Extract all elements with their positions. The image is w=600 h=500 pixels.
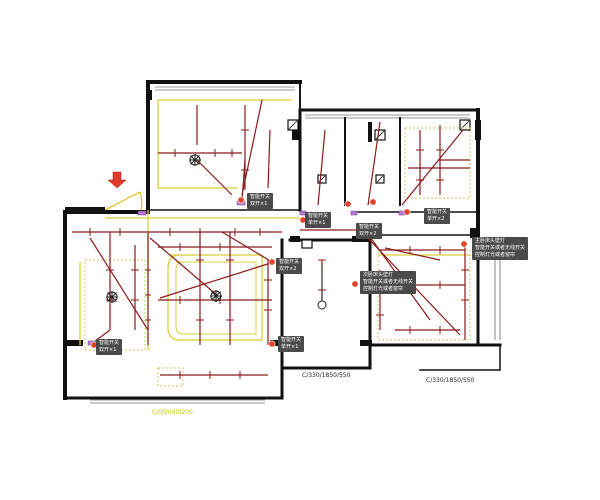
label-switch-hall: 智能开关 单开×1 (305, 212, 332, 228)
label-switch-entrance: 智能开关 双开×1 (96, 339, 123, 355)
dimension-bottom: C/0/2000/200 (152, 409, 193, 416)
marker-10 (344, 200, 352, 208)
marker-8 (351, 280, 359, 288)
ceiling-zones (84, 127, 471, 387)
wall-blocks (65, 90, 481, 346)
label-switch-bedroom: 智能开关 双开×1 (247, 193, 274, 209)
marker-1 (237, 196, 245, 204)
label-switch-living: 智能开关 双开×2 (276, 258, 303, 274)
marker-5 (403, 208, 411, 216)
fixtures (287, 119, 471, 249)
marker-3 (268, 258, 276, 266)
wiring-ticks (89, 129, 469, 379)
ceiling-lights (106, 154, 327, 310)
label-switch-right-bedroom: 智能开关 单开×2 (424, 208, 451, 224)
marker-11 (369, 198, 377, 206)
ceiling-light-icon (106, 291, 118, 303)
entry-arrow-icon (107, 171, 127, 189)
pendant-light-icon (317, 265, 327, 310)
label-switch-bath: 智能开关 双开×2 (356, 223, 383, 239)
ceiling-light-icon (189, 154, 201, 166)
label-master-bed-wall-light: 主卧床头壁灯 智能开关或者无线开关 控制灯光或者窗帘 (472, 237, 529, 260)
label-second-bed-wall-light: 次卧床头壁灯 智能开关或者无线开关 控制灯光或者窗帘 (360, 271, 417, 294)
dimension-right: C/330/1850/550 (426, 377, 475, 384)
light-strips (79, 99, 470, 350)
entry-door (104, 191, 143, 211)
marker-7 (268, 340, 276, 348)
marker-6 (460, 240, 468, 248)
dimension-center: C/330/1850/550 (302, 372, 351, 379)
ceiling-light-icon (210, 290, 222, 302)
label-switch-dining: 智能开关 单开×1 (278, 336, 305, 352)
